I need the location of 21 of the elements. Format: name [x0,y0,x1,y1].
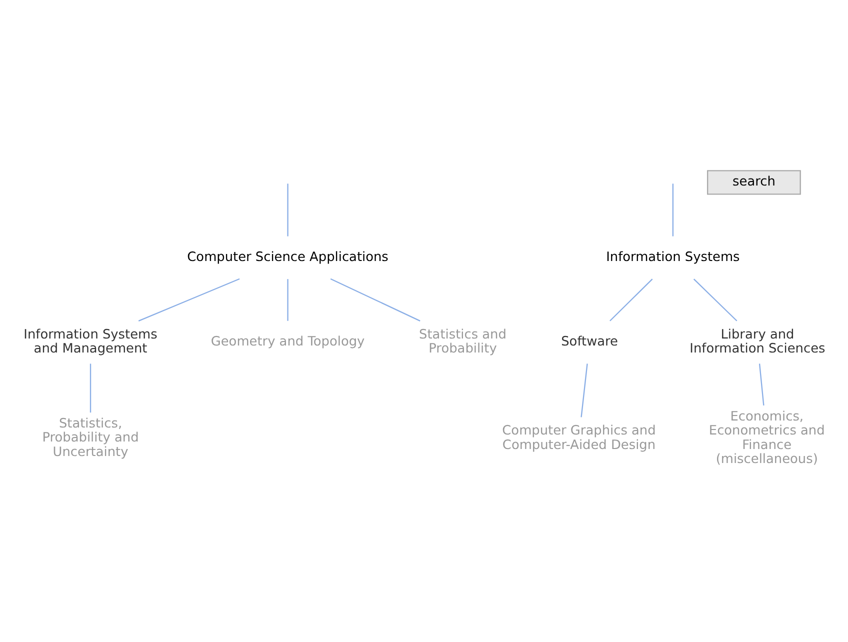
node-text: Economics, Econometrics and Finance (miscellaneous) [708,410,825,467]
connector [672,184,674,236]
node-text: Statistics and Probability [419,327,506,356]
node-text: Information Systems and Management [24,327,158,356]
connector [580,364,588,418]
connector [758,364,764,406]
node-text: Statistics, Probability and Uncertainty [42,416,139,460]
connector [287,279,288,321]
node-text: Library and Information Sciences [690,327,826,356]
node-text: Computer Graphics and Computer-Aided Design [502,424,656,453]
connector [138,278,240,322]
connector [287,184,288,236]
label: search [732,174,776,190]
node-text: Software [561,334,618,350]
node-text: Information Systems [606,250,740,265]
connector [90,364,92,413]
connector [693,278,738,322]
connector [330,278,420,322]
node-text: Computer Science Applications [187,250,388,265]
node-text: Geometry and Topology [210,334,365,350]
connector [610,278,653,322]
